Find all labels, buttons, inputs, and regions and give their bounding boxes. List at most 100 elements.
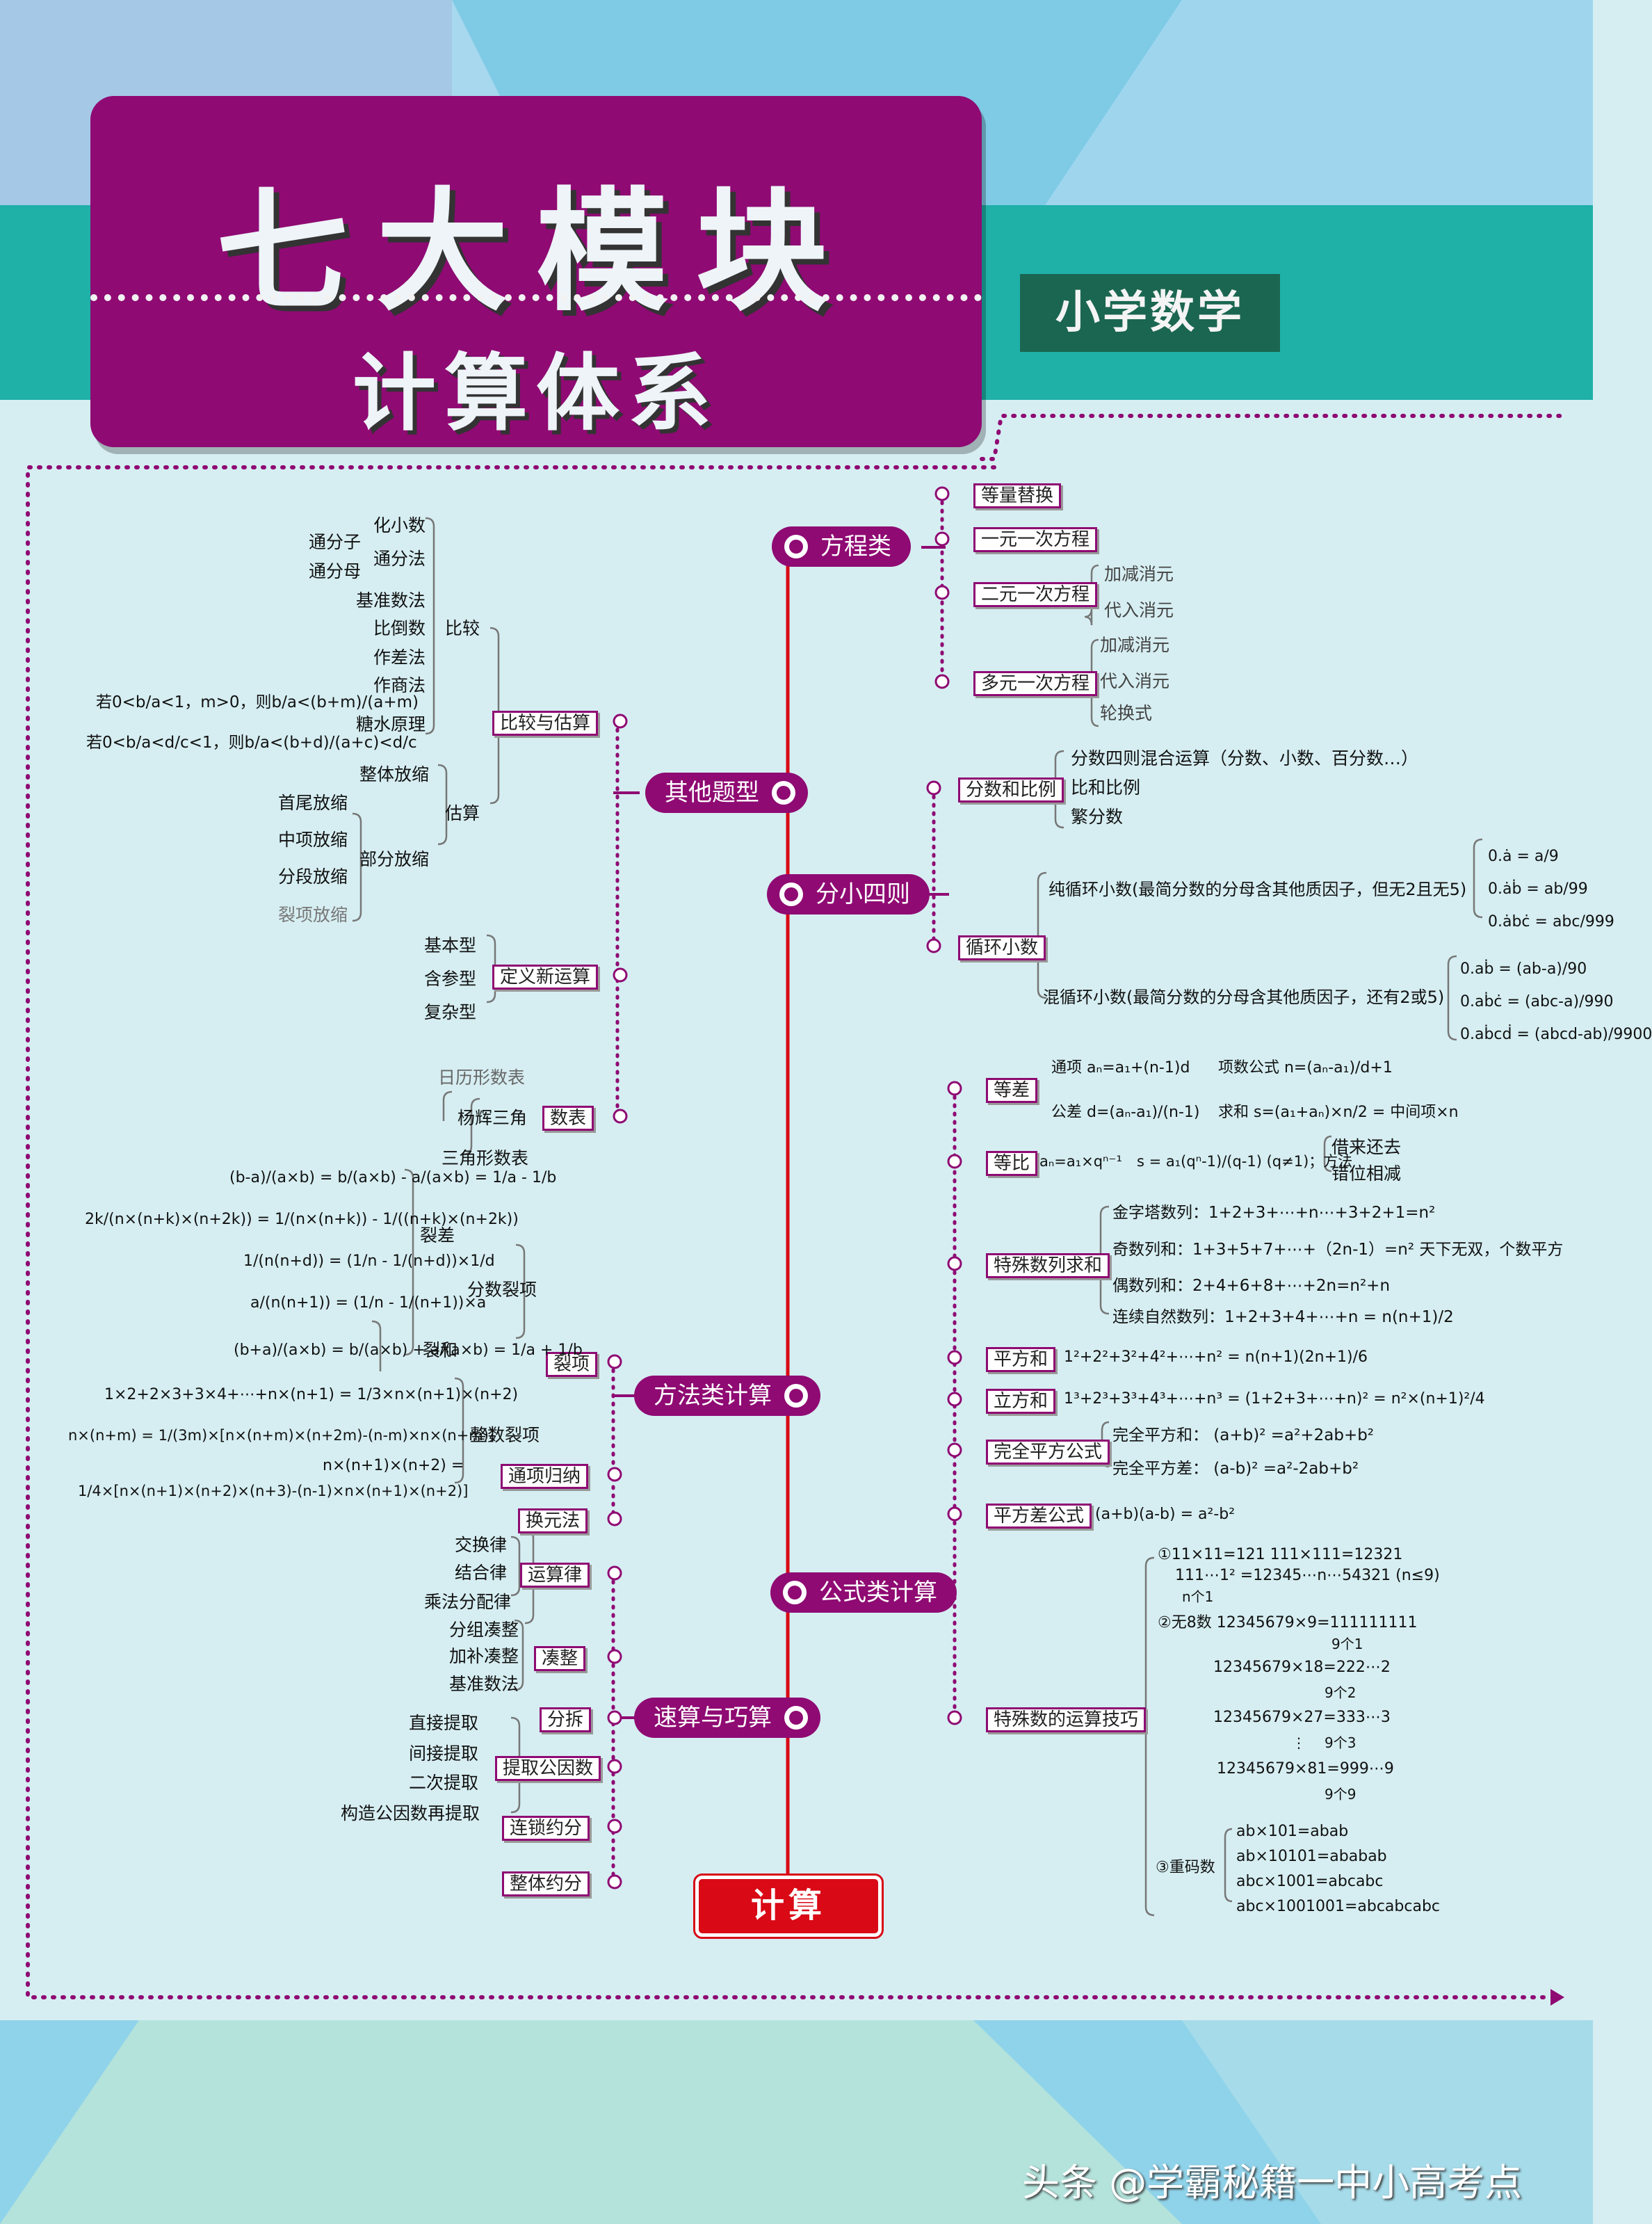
node-susuan[interactable]: 速算与巧算 (634, 1698, 820, 1738)
box-bijiao-gusuan[interactable]: 比较与估算 (492, 711, 599, 736)
formula: 1³+2³+3³+4³+⋯+n³ = (1+2+3+⋯+n)² = n²×(n+… (1064, 1390, 1485, 1408)
box-yunsuanlv[interactable]: 运算律 (520, 1563, 590, 1588)
box-fenshu[interactable]: 分数和比例 (958, 777, 1064, 803)
formula: 9个9 (1325, 1786, 1357, 1803)
formula: 1²+2²+3²+4²+⋯+n² = n(n+1)(2n+1)/6 (1064, 1348, 1368, 1366)
box-dingyi[interactable]: 定义新运算 (492, 965, 599, 990)
text-item: 日历形数表 (438, 1067, 526, 1088)
text-item: 首尾放缩 (278, 793, 348, 813)
formula: 0.ȧbċ = abc/999 (1488, 913, 1614, 930)
text-item: 裂项放缩 (278, 905, 348, 925)
box-fenchai[interactable]: 分拆 (540, 1707, 592, 1732)
box-xunhuan[interactable]: 循环小数 (958, 935, 1046, 960)
box-yiyuan[interactable]: 一元一次方程 (973, 527, 1098, 552)
formula: a/(n(n+1)) = (1/n - 1/(n+1))×a (250, 1294, 487, 1312)
formula: ab×101=abab (1236, 1823, 1349, 1840)
formula: n个1 (1182, 1588, 1214, 1605)
text-item: 比较 (445, 618, 480, 638)
text-item: 混循环小数(最简分数的分母含其他质因子，还有2或5) (1043, 988, 1445, 1007)
page-subtitle: 计算体系 (353, 346, 720, 442)
background (0, 0, 1593, 2224)
text-item: 通分母 (309, 561, 362, 581)
text-item: 借来还去 (1331, 1137, 1402, 1157)
node-qita[interactable]: 其他题型 (645, 773, 808, 813)
formula: 0.aḃċ = (abc-a)/990 (1460, 993, 1614, 1010)
bullet-icon (784, 1706, 808, 1730)
node-fenxiao[interactable]: 分小四则 (767, 874, 930, 914)
text-item: 分组凑整 (449, 1620, 519, 1640)
formula: 9个3 (1325, 1734, 1357, 1751)
node-gongshi[interactable]: 公式类计算 (770, 1572, 957, 1613)
text-item: 直接提取 (409, 1713, 479, 1733)
box-teshu[interactable]: 特殊数列求和 (986, 1253, 1110, 1278)
title-card: 七大模块 计算体系 (90, 96, 982, 447)
formula: ②无8数 12345679×9=111111111 (1158, 1614, 1418, 1631)
text-item: 通分子 (309, 532, 362, 552)
text-item: 化小数 (373, 515, 426, 535)
box-wanquan[interactable]: 完全平方公式 (986, 1440, 1110, 1465)
formula: 奇数列和：1+3+5+7+⋯+（2n-1）=n² 天下无双，个数平方 (1112, 1241, 1564, 1259)
formula: 公差 d=(aₙ-a₁)/(n-1) (1051, 1104, 1200, 1121)
box-shubiao[interactable]: 数表 (542, 1106, 594, 1131)
node-fangfa[interactable]: 方法类计算 (634, 1376, 820, 1416)
box-dengcha[interactable]: 等差 (986, 1078, 1038, 1103)
formula: abc×1001=abcabc (1236, 1873, 1384, 1890)
text-item: 加补凑整 (449, 1646, 519, 1666)
formula: aₙ=a₁×qⁿ⁻¹ (1039, 1153, 1122, 1170)
node-fangcheng[interactable]: 方程类 (772, 526, 911, 567)
formula: 0.ȧ = a/9 (1488, 848, 1559, 865)
text-item: 加减消元 (1104, 564, 1174, 584)
formula: ①11×11=121 111×111=12321 (1158, 1546, 1403, 1563)
formula: 完全平方差： (a-b)² =a²-2ab+b² (1112, 1460, 1359, 1478)
root-node[interactable]: 计算 (693, 1874, 884, 1939)
formula: 9个1 (1331, 1636, 1363, 1652)
formula: 12345679×18=222⋯2 (1213, 1659, 1391, 1676)
formula: s = a₁(qⁿ-1)/(q-1) (q≠1)；方法 (1137, 1153, 1353, 1170)
text-item: 中项放缩 (278, 830, 348, 850)
formula: 0.aḃ = (ab-a)/90 (1460, 960, 1587, 978)
formula: 求和 s=(a₁+aₙ)×n/2 = 中间项×n (1218, 1104, 1459, 1121)
text-item: 结合律 (455, 1563, 508, 1583)
box-couzheng[interactable]: 凑整 (534, 1646, 586, 1671)
box-zhengti[interactable]: 整体约分 (502, 1871, 590, 1896)
text-item: 裂差 (420, 1225, 455, 1246)
title-divider (90, 294, 982, 301)
box-dengliang[interactable]: 等量替换 (973, 483, 1062, 508)
text-item: 交换律 (455, 1535, 508, 1555)
box-duoyuan[interactable]: 多元一次方程 (973, 671, 1098, 696)
text-item: 错位相减 (1331, 1163, 1402, 1184)
box-qiaoji[interactable]: 特殊数的运算技巧 (986, 1707, 1147, 1732)
text-item: 代入消元 (1100, 671, 1170, 691)
box-pingfangcha[interactable]: 平方差公式 (986, 1504, 1092, 1529)
box-pingfang[interactable]: 平方和 (986, 1347, 1056, 1372)
text-item: 轮换式 (1100, 703, 1153, 723)
box-liansuo[interactable]: 连锁约分 (502, 1816, 590, 1841)
formula: ab×10101=ababab (1236, 1848, 1387, 1865)
text-item: 纯循环小数(最简分数的分母含其他质因子，但无2且无5) (1048, 880, 1467, 899)
text-item: 整体放缩 (359, 764, 430, 784)
formula: 1/(n(n+d)) = (1/n - 1/(n+d))×1/d (243, 1252, 495, 1270)
text-item: 分段放缩 (278, 867, 348, 887)
box-lifang[interactable]: 立方和 (986, 1389, 1056, 1414)
box-huanyuan[interactable]: 换元法 (518, 1508, 588, 1533)
box-tiqu[interactable]: 提取公因数 (495, 1756, 601, 1781)
node-label: 公式类计算 (819, 1579, 937, 1606)
text-item: 比和比例 (1071, 777, 1141, 798)
formula: 12345679×27=333⋯3 (1213, 1709, 1391, 1726)
node-label: 其他题型 (665, 779, 759, 807)
box-dengbi[interactable]: 等比 (986, 1151, 1038, 1176)
formula: (b-a)/(a×b) = b/(a×b) - a/(a×b) = 1/a - … (229, 1169, 557, 1186)
formula: 1/4×[n×(n+1)×(n+2)×(n+3)-(n-1)×n×(n+1)×(… (78, 1483, 469, 1499)
text-item: 整数裂项 (470, 1425, 540, 1445)
text-item: 加减消元 (1100, 635, 1170, 655)
text-item: 基准数法 (356, 590, 426, 611)
bullet-icon (783, 1581, 807, 1604)
box-eryuan[interactable]: 二元一次方程 (973, 582, 1098, 607)
box-tongxiang[interactable]: 通项归纳 (501, 1464, 589, 1489)
text-item: 基本型 (424, 935, 477, 956)
box-liexiang[interactable]: 裂项 (546, 1352, 598, 1377)
text-item: 估算 (445, 803, 480, 823)
watermark: 头条 @学霸秘籍一中小高考点 (1022, 2161, 1523, 2205)
node-label: 方程类 (820, 533, 891, 561)
formula: 0.ȧḃ = ab/99 (1488, 880, 1588, 898)
